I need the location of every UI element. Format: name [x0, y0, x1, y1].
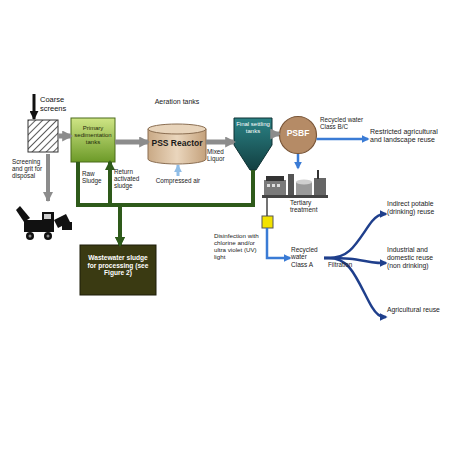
box-shape: [80, 245, 156, 295]
flow-arrow: [272, 132, 279, 137]
treatment-plant: Tertiary treatment: [262, 168, 328, 198]
reuse-target: Industrial and domestic reuse (non drink…: [386, 246, 444, 280]
air-arrow: [177, 165, 180, 176]
flow-arrow: [324, 258, 386, 317]
recycled-water: Recycled water Class A: [290, 246, 324, 272]
node-text: Restricted agricultural and landscape re…: [370, 128, 440, 144]
reactor-tank: Aeration tanksPSS Reactor: [148, 124, 206, 164]
flow-arrow: [78, 162, 120, 245]
settling-tank: Final settling tanks: [234, 118, 272, 170]
flow-arrow: [206, 140, 234, 145]
flow-label: Return activated sludge: [114, 168, 148, 190]
node-text: Agricultural reuse: [387, 306, 440, 314]
node-text: Tertiary treatment: [290, 199, 330, 214]
reuse-target: Agricultural reuse: [386, 306, 440, 328]
reuse-target: Restricted agricultural and landscape re…: [368, 128, 440, 162]
flow-arrow: [267, 228, 290, 258]
flow-arrow: [266, 198, 268, 216]
flow-arrow: [324, 214, 386, 258]
node-text: Wastewater sludge for processing (see Fi…: [84, 254, 152, 277]
hatch-shape: [28, 120, 58, 152]
node-text: Industrial and domestic reuse (non drink…: [387, 246, 444, 269]
flow-label: Filtration: [328, 261, 362, 268]
flow-arrow: [297, 154, 300, 168]
node-text: Recycled water Class A: [291, 246, 324, 268]
node-outline: [262, 216, 273, 228]
sludge-box: Wastewater sludge for processing (see Fi…: [80, 245, 156, 295]
reuse-target: Indirect potable (drinking) reuse: [386, 200, 442, 228]
plant-shape: [262, 170, 328, 198]
node-text: Coarse screens: [40, 96, 84, 113]
node-text: Indirect potable (drinking) reuse: [387, 200, 442, 216]
sedimentation-tank: Primary sedimentation tanks: [71, 118, 115, 162]
flow-arrow: [317, 138, 368, 141]
node-text: Disinfection with chlorine and/or ultra …: [214, 232, 261, 261]
node-text: Primary sedimentation tanks: [71, 125, 115, 146]
inflow-arrow: [33, 94, 36, 119]
flow-label: Raw Sludge: [82, 170, 108, 184]
disinfection-box: Disinfection with chlorine and/or ultra …: [262, 216, 273, 228]
disposal-machine: [16, 206, 72, 240]
flow-arrow: [120, 170, 253, 245]
node-outline: [262, 168, 328, 198]
disposal-arrow: [46, 154, 50, 201]
flow-arrow: [115, 140, 148, 145]
funnel-shape: [234, 118, 272, 170]
flow-arrow: [110, 162, 253, 205]
node-text: PSS Reactor: [148, 139, 206, 149]
circle-shape: [280, 117, 317, 154]
note-label: Compressed air: [150, 177, 206, 184]
green-shape: [71, 118, 115, 162]
flow-label: Mixed Liquor: [207, 148, 235, 162]
node-outline: [28, 120, 58, 152]
note-label: Screening and grit for disposal: [12, 158, 45, 180]
screen-box: Coarse screens: [28, 120, 58, 152]
flow-label: Recycled water Class B/C: [320, 116, 368, 130]
node-text: PSBF: [279, 129, 317, 139]
filter-circle: PSBF: [279, 116, 317, 154]
flow-arrow: [58, 134, 71, 139]
node-heading: Aeration tanks: [142, 98, 212, 106]
node-text: Final settling tanks: [234, 121, 272, 135]
square-shape: [262, 216, 273, 228]
cyl-shape: [148, 124, 206, 164]
